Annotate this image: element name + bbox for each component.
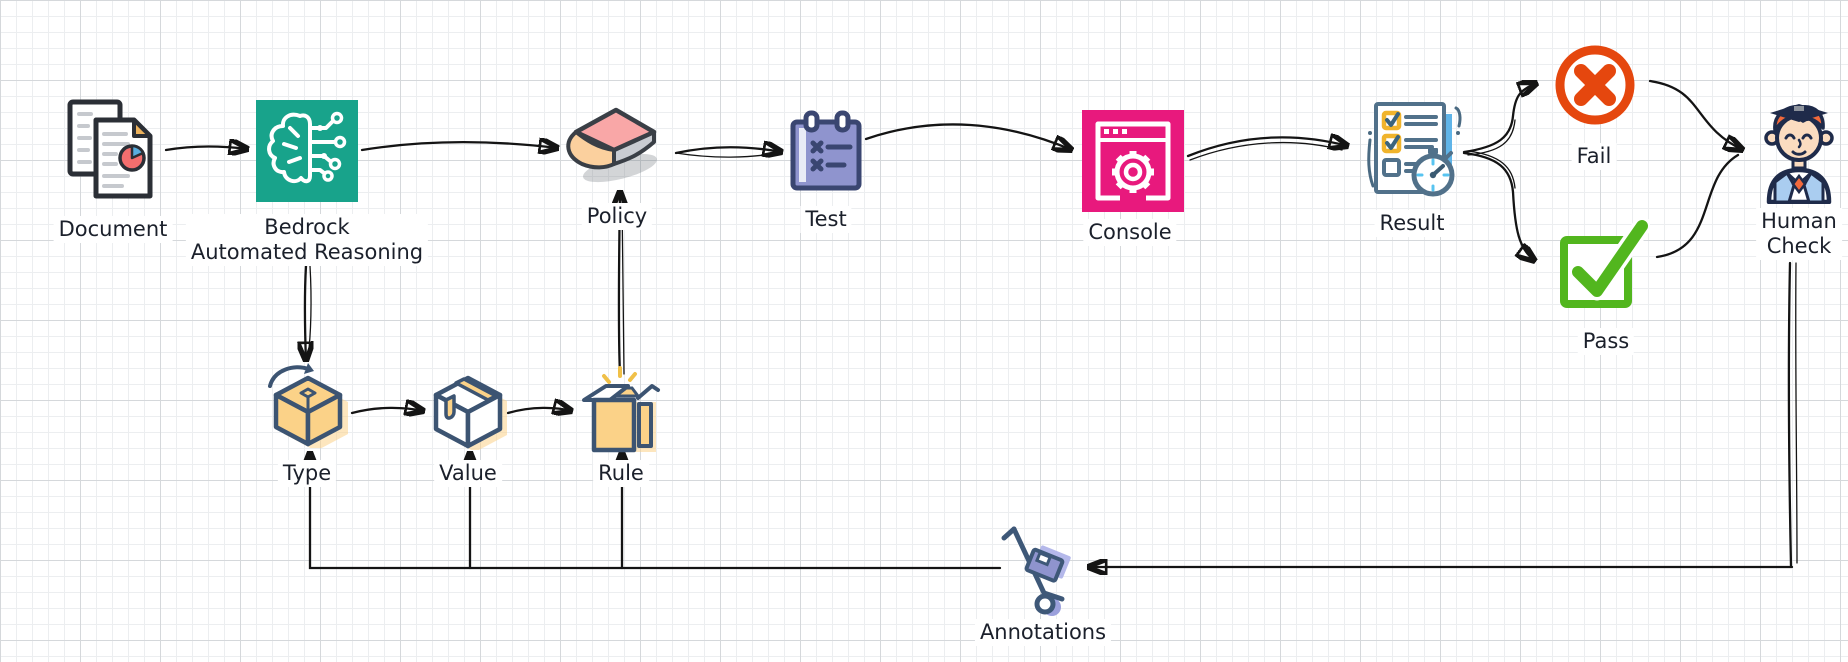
connector-result-brace-echo2 bbox=[1467, 150, 1516, 189]
connector-pass-human bbox=[1655, 153, 1740, 259]
connector-bedrock-policy bbox=[360, 142, 558, 150]
type-label: Type bbox=[277, 460, 337, 488]
connector-test-console bbox=[864, 123, 1072, 150]
rule-label: Rule bbox=[593, 460, 649, 488]
connector-type-value bbox=[350, 408, 424, 413]
documents-with-pie-chart-icon bbox=[67, 99, 153, 199]
connector-console-result bbox=[1186, 137, 1348, 158]
closed-box-icon bbox=[433, 375, 507, 452]
node-annotations[interactable] bbox=[1000, 524, 1082, 624]
circle-x-icon bbox=[1555, 45, 1635, 125]
connector-human-down-echo bbox=[1795, 262, 1798, 564]
value-label: Value bbox=[434, 460, 502, 488]
connector-document-bedrock bbox=[164, 147, 248, 151]
node-console[interactable] bbox=[1082, 110, 1184, 216]
connector-bedrock-type-echo bbox=[307, 265, 312, 359]
connector-fail-human bbox=[1648, 79, 1743, 150]
node-fail[interactable] bbox=[1551, 41, 1639, 133]
node-human-check[interactable] bbox=[1760, 92, 1838, 208]
document-label: Document bbox=[53, 216, 173, 244]
pass-label: Pass bbox=[1577, 328, 1635, 356]
annotations-label: Annotations bbox=[974, 619, 1112, 647]
connector-value-rule bbox=[506, 408, 572, 413]
connector-result-pass bbox=[1462, 151, 1535, 261]
test-label: Test bbox=[800, 206, 852, 234]
book-icon bbox=[566, 107, 657, 183]
hand-truck-icon bbox=[1001, 526, 1071, 616]
human-check-label: Human Check bbox=[1756, 208, 1842, 261]
node-bedrock[interactable] bbox=[256, 100, 358, 206]
connector-human-down bbox=[1787, 261, 1793, 568]
connector-annotations-type bbox=[310, 450, 1002, 570]
rotating-box-icon bbox=[268, 363, 348, 451]
connector-console-result-echo bbox=[1189, 141, 1343, 161]
open-box-icon bbox=[582, 366, 660, 453]
node-policy[interactable] bbox=[558, 100, 668, 200]
node-type[interactable] bbox=[262, 356, 354, 452]
node-pass[interactable] bbox=[1556, 214, 1652, 320]
connector-bedrock-type bbox=[305, 264, 306, 361]
connector-policy-test bbox=[674, 147, 782, 153]
connector-result-brace-echo1 bbox=[1467, 119, 1516, 156]
node-result[interactable] bbox=[1360, 96, 1472, 212]
connector-policy-test-echo bbox=[675, 152, 779, 158]
node-value[interactable] bbox=[426, 366, 510, 454]
node-document[interactable] bbox=[64, 98, 158, 204]
brain-circuit-icon bbox=[256, 100, 358, 202]
console-label: Console bbox=[1083, 219, 1177, 247]
node-rule[interactable] bbox=[578, 360, 666, 462]
connector-result-fail bbox=[1462, 83, 1537, 154]
checkbox-check-icon bbox=[1560, 216, 1652, 308]
notepad-checklist-icon bbox=[790, 110, 862, 191]
bedrock-label: Bedrock Automated Reasoning bbox=[185, 214, 429, 267]
node-test[interactable] bbox=[790, 110, 862, 196]
policy-label: Policy bbox=[581, 203, 653, 231]
result-label: Result bbox=[1374, 210, 1450, 238]
fail-label: Fail bbox=[1571, 143, 1617, 171]
browser-gear-icon bbox=[1082, 110, 1184, 212]
checklist-stopwatch-icon bbox=[1367, 102, 1462, 197]
person-icon bbox=[1764, 104, 1834, 205]
